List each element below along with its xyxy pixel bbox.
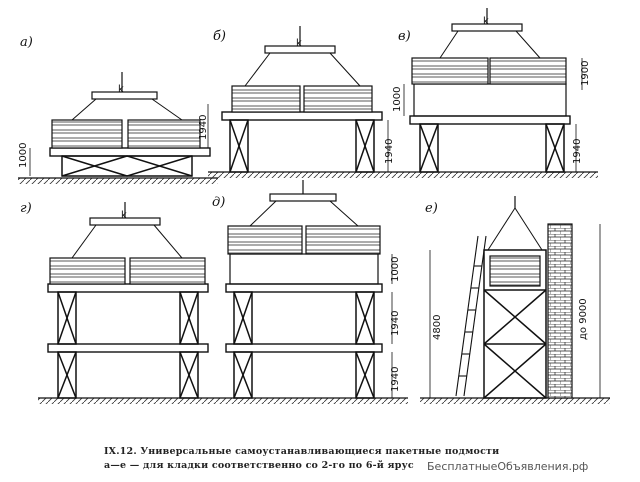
figure-caption-subtitle: а—е — для кладки соответственно со 2-го … bbox=[104, 460, 414, 471]
deck bbox=[47, 283, 209, 293]
dimension: 1000 bbox=[392, 87, 403, 112]
brick-pallet bbox=[129, 257, 206, 285]
scaffold-tower bbox=[483, 249, 547, 399]
dimension: 1000 bbox=[390, 257, 401, 282]
ground bbox=[420, 398, 610, 404]
brick-pallet bbox=[303, 85, 373, 113]
brick-pallet bbox=[305, 225, 381, 255]
brick-pallet bbox=[51, 119, 123, 149]
panel-g: г) k bbox=[20, 201, 218, 404]
support-legs bbox=[229, 119, 375, 173]
panel-d-label: д) bbox=[212, 195, 225, 210]
support-frame bbox=[61, 155, 193, 177]
deck bbox=[225, 343, 383, 353]
panel-v: в) k 1900 1000 1940 bbox=[392, 8, 598, 178]
panel-b: б) k 1940 bbox=[208, 26, 398, 178]
hook-label: k bbox=[296, 38, 302, 49]
panel-g-label: г) bbox=[20, 201, 32, 216]
dimension: 1940 bbox=[384, 139, 395, 164]
ground bbox=[218, 398, 408, 404]
brick-pallet bbox=[231, 85, 301, 113]
deck bbox=[47, 343, 209, 353]
lifting-beam bbox=[91, 91, 158, 100]
deck bbox=[409, 115, 571, 125]
dimension: 1940 bbox=[572, 139, 583, 164]
panel-b-label: б) bbox=[213, 29, 226, 44]
dimension: 1940 bbox=[390, 367, 401, 392]
support-legs bbox=[57, 291, 199, 399]
brick-pallet bbox=[489, 255, 541, 287]
panel-d: д) 1000 1940 1940 bbox=[212, 180, 408, 404]
ground bbox=[38, 398, 218, 404]
support-legs bbox=[233, 291, 375, 399]
lifting-beam bbox=[269, 193, 337, 202]
figure-caption-title: IX.12. Универсальные самоустанавливающие… bbox=[104, 446, 500, 457]
ground bbox=[18, 178, 218, 184]
panel-a: а) k 1000 1940 bbox=[18, 35, 218, 184]
dimension: 1940 bbox=[198, 115, 209, 140]
deck bbox=[225, 283, 383, 293]
dimension: 1940 bbox=[390, 311, 401, 336]
dimension: 1000 bbox=[18, 143, 29, 168]
dimension: до 9000 bbox=[578, 298, 589, 340]
panel-a-label: а) bbox=[20, 35, 33, 50]
upper-frame bbox=[413, 83, 567, 117]
brick-pallet bbox=[49, 257, 126, 285]
brick-pallet bbox=[489, 57, 567, 85]
deck bbox=[221, 111, 383, 121]
brick-pallet bbox=[127, 119, 201, 149]
panel-e-label: е) bbox=[425, 201, 438, 216]
hook-label: k bbox=[121, 210, 127, 221]
dimension: 4800 bbox=[432, 315, 443, 340]
hook-label: k bbox=[483, 16, 489, 27]
support-legs bbox=[419, 123, 565, 173]
watermark: БесплатныеОбъявления.рф bbox=[424, 459, 592, 474]
ladder bbox=[455, 235, 487, 397]
upper-frame bbox=[229, 253, 379, 285]
dimension: 1900 bbox=[580, 61, 591, 86]
brick-pallet bbox=[227, 225, 303, 255]
ground bbox=[208, 172, 398, 178]
hook-label: k bbox=[118, 84, 124, 95]
brick-pallet bbox=[411, 57, 489, 85]
brick-wall bbox=[547, 223, 573, 399]
panel-e: е) 4800 до 9000 bbox=[420, 196, 610, 404]
ground bbox=[398, 172, 598, 178]
panel-v-label: в) bbox=[398, 29, 411, 44]
deck bbox=[49, 147, 211, 157]
